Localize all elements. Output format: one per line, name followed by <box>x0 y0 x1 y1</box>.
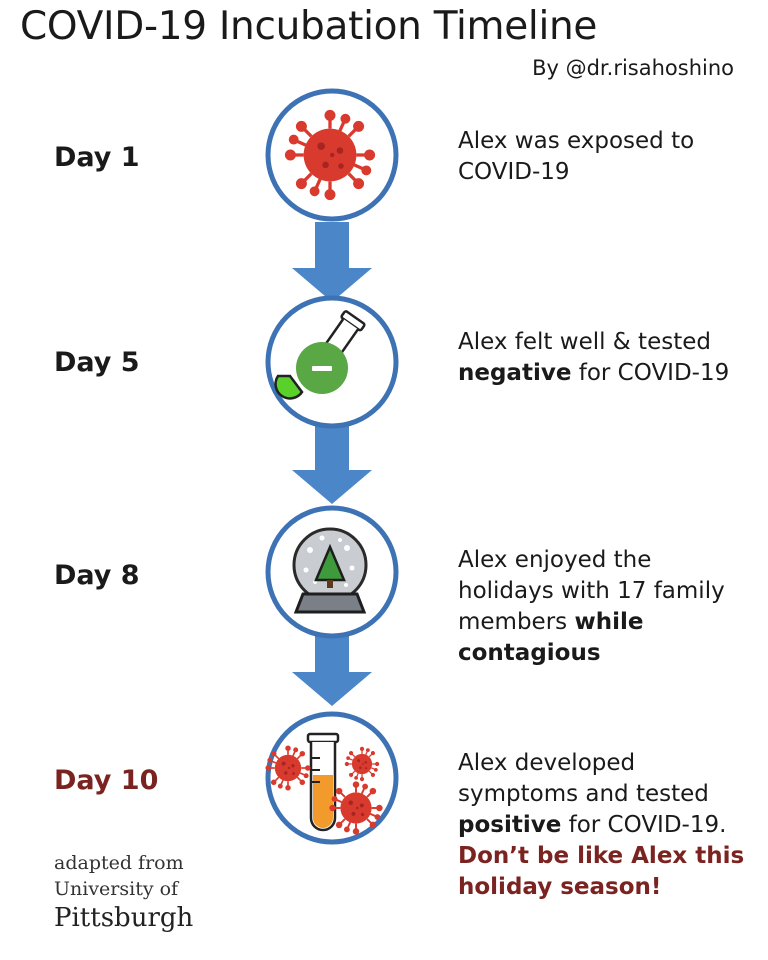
byline: By @dr.risahoshino <box>532 56 734 80</box>
positive-test-tube-icon <box>265 711 399 845</box>
description-line: holidays with 17 family <box>458 576 758 607</box>
description-segment: Alex enjoyed the <box>458 547 652 573</box>
description-line: Alex enjoyed the <box>458 545 758 576</box>
description-line: symptoms and tested <box>458 779 758 810</box>
description-segment: negative <box>458 360 572 386</box>
step-description-1: Alex was exposed to COVID-19 <box>458 126 758 188</box>
snow-globe-icon <box>265 505 399 639</box>
day-label-5: Day 5 <box>54 347 140 378</box>
description-segment: Alex developed <box>458 750 636 776</box>
description-segment: Alex felt well & tested <box>458 329 711 355</box>
description-segment: positive <box>458 812 562 838</box>
description-line: contagious <box>458 638 758 669</box>
description-line: members while <box>458 607 758 638</box>
description-segment: COVID-19 <box>458 159 570 185</box>
day-label-10: Day 10 <box>54 765 159 796</box>
step-description-5: Alex felt well & tested negative for COVI… <box>458 327 758 389</box>
step-description-8: Alex enjoyed the holidays with 17 family m… <box>458 545 758 669</box>
negative-test-tube-icon <box>265 295 399 429</box>
description-line: Alex was exposed to <box>458 126 758 157</box>
description-segment: for COVID-19 <box>571 360 730 386</box>
credit-line-1: adapted from <box>54 852 184 874</box>
description-segment: members <box>458 609 575 635</box>
description-line: Alex felt well & tested <box>458 327 758 358</box>
description-line: positive for COVID-19. <box>458 810 758 841</box>
credit-line-2: University of <box>54 878 179 900</box>
description-segment: Don’t be like Alex this <box>458 843 745 869</box>
step-description-10: Alex developed symptoms and tested positiv… <box>458 748 758 903</box>
description-segment: contagious <box>458 640 601 666</box>
description-segment: for COVID-19. <box>561 812 727 838</box>
credit-line-3: Pittsburgh <box>54 903 194 933</box>
description-segment: symptoms and tested <box>458 781 709 807</box>
description-line: COVID-19 <box>458 157 758 188</box>
arrows <box>292 222 372 706</box>
description-line: holiday season! <box>458 872 758 903</box>
day-label-1: Day 1 <box>54 142 140 173</box>
page-title: COVID-19 Incubation Timeline <box>20 4 598 49</box>
virus-icon <box>265 88 399 222</box>
description-segment: holiday season! <box>458 874 662 900</box>
source-credit: adapted from University of Pittsburgh <box>54 850 224 934</box>
description-segment: Alex was exposed to <box>458 128 695 154</box>
day-label-8: Day 8 <box>54 560 140 591</box>
description-segment: while <box>574 609 644 635</box>
description-segment: holidays with 17 family <box>458 578 725 604</box>
description-line: negative for COVID-19 <box>458 358 758 389</box>
description-line: Don’t be like Alex this <box>458 841 758 872</box>
description-line: Alex developed <box>458 748 758 779</box>
